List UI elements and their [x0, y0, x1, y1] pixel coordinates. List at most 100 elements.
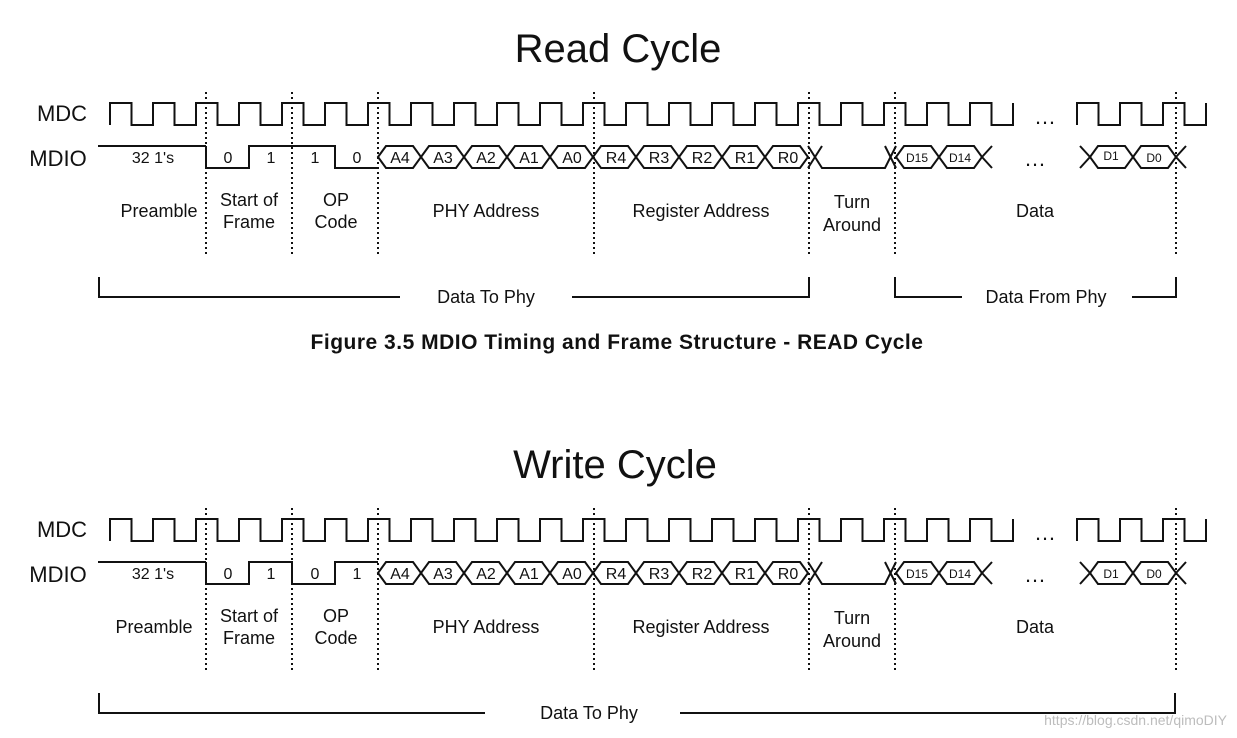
write-field-preamble: Preamble — [115, 617, 192, 637]
mdc-clock-segment — [1076, 518, 1207, 542]
read-field-register-address: Register Address — [632, 201, 769, 221]
write-mdc-label: MDC — [37, 517, 87, 542]
read-field-phy-address: PHY Address — [433, 201, 540, 221]
mdio-turnaround-cross — [807, 561, 823, 585]
mdio-data-open-start — [1079, 561, 1092, 585]
mdio-data-open-end — [981, 145, 993, 169]
read-mdc-waveform — [109, 102, 1207, 126]
write-mdc-waveform — [109, 518, 1207, 542]
read-field-st-line2: Frame — [223, 212, 275, 232]
write-field-op-line1: OP — [323, 606, 349, 626]
write-mdio-label: MDIO — [29, 562, 86, 587]
write-field-st-line1: Start of — [220, 606, 279, 626]
mdio-turnaround-cross — [807, 145, 823, 169]
read-reg-bit-r4: R4 — [606, 150, 627, 167]
read-mdc-label: MDC — [37, 101, 87, 126]
read-op-bit-1: 0 — [353, 150, 362, 167]
read-phy-bit-a4: A4 — [390, 150, 410, 167]
mdio-data-start-cross — [884, 561, 897, 585]
read-phy-bit-a3: A3 — [433, 150, 453, 167]
write-st-bit-0: 0 — [224, 566, 233, 583]
mdc-clock-segment — [109, 102, 1014, 126]
read-phy-bit-a1: A1 — [519, 150, 539, 167]
read-figure-caption: Figure 3.5 MDIO Timing and Frame Structu… — [311, 331, 924, 354]
read-st-bit-1: 1 — [267, 150, 276, 167]
write-reg-bit-r4: R4 — [606, 566, 627, 583]
read-preamble-bits: 32 1's — [132, 150, 174, 167]
write-data-bit-d14: D14 — [949, 567, 971, 581]
mdio-data-end-cross — [1175, 145, 1187, 169]
write-field-ta-line1: Turn — [834, 608, 870, 628]
mdio-turnaround-line — [807, 561, 897, 585]
read-field-ta-line1: Turn — [834, 192, 870, 212]
read-field-ta-line2: Around — [823, 215, 881, 235]
write-mdc-ellipsis: … — [1034, 520, 1056, 545]
write-st-bit-1: 1 — [267, 566, 276, 583]
write-mdio-waveform — [98, 561, 1187, 585]
write-mdio-ellipsis: … — [1024, 562, 1046, 587]
read-phy-bit-a0: A0 — [562, 150, 582, 167]
read-reg-bit-r0: R0 — [778, 150, 799, 167]
write-phy-bit-a3: A3 — [433, 566, 453, 583]
write-cycle-panel: Write Cycle MDC MDIO … … 32 1's 0 1 0 1 … — [29, 443, 1207, 723]
write-data-bit-d0: D0 — [1146, 567, 1162, 581]
write-reg-bit-r2: R2 — [692, 566, 713, 583]
write-reg-bit-r1: R1 — [735, 566, 756, 583]
read-st-bit-0: 0 — [224, 150, 233, 167]
read-field-preamble: Preamble — [120, 201, 197, 221]
read-cycle-panel: Read Cycle MDC MDIO … … 32 1's 0 1 1 0 A… — [29, 27, 1207, 354]
read-cycle-title: Read Cycle — [515, 27, 722, 71]
read-field-separators — [205, 92, 1177, 256]
read-field-st-line1: Start of — [220, 190, 279, 210]
read-phy-bit-a2: A2 — [476, 150, 496, 167]
read-data-from-phy-bracket — [894, 277, 1177, 298]
write-phy-bit-a2: A2 — [476, 566, 496, 583]
write-phy-bit-a1: A1 — [519, 566, 539, 583]
read-reg-bit-r2: R2 — [692, 150, 713, 167]
read-op-bit-0: 1 — [311, 150, 320, 167]
mdio-data-open-start — [1079, 145, 1092, 169]
write-data-bit-d1: D1 — [1103, 567, 1119, 581]
read-reg-bit-r1: R1 — [735, 150, 756, 167]
read-mdio-ellipsis: … — [1024, 146, 1046, 171]
read-field-op-line1: OP — [323, 190, 349, 210]
write-field-separators — [205, 508, 1177, 672]
write-reg-bit-r3: R3 — [649, 566, 670, 583]
mdio-data-end-cross — [1175, 561, 1187, 585]
write-op-bit-0: 0 — [311, 566, 320, 583]
read-field-data: Data — [1016, 201, 1055, 221]
mdio-turnaround-line — [807, 145, 897, 169]
write-field-data: Data — [1016, 617, 1055, 637]
write-cycle-title: Write Cycle — [513, 443, 717, 487]
write-field-phy-address: PHY Address — [433, 617, 540, 637]
write-op-bit-1: 1 — [353, 566, 362, 583]
write-phy-bit-a0: A0 — [562, 566, 582, 583]
write-preamble-bits: 32 1's — [132, 566, 174, 583]
read-data-bit-d15: D15 — [906, 151, 928, 165]
watermark: https://blog.csdn.net/qimoDIY — [1044, 712, 1228, 728]
read-data-from-phy-label: Data From Phy — [985, 287, 1106, 307]
write-field-op-line2: Code — [314, 628, 357, 648]
read-data-bit-d0: D0 — [1146, 151, 1162, 165]
read-mdio-label: MDIO — [29, 146, 86, 171]
write-field-st-line2: Frame — [223, 628, 275, 648]
mdio-data-open-end — [981, 561, 993, 585]
mdc-clock-segment — [109, 518, 1014, 542]
mdio-data-start-cross — [884, 145, 897, 169]
read-data-bit-d1: D1 — [1103, 149, 1119, 163]
write-field-ta-line2: Around — [823, 631, 881, 651]
write-data-to-phy-label: Data To Phy — [540, 703, 638, 723]
write-phy-bit-a4: A4 — [390, 566, 410, 583]
read-mdio-waveform — [98, 145, 1187, 169]
read-field-op-line2: Code — [314, 212, 357, 232]
read-mdc-ellipsis: … — [1034, 104, 1056, 129]
write-field-register-address: Register Address — [632, 617, 769, 637]
mdio-st-op-levels — [205, 561, 378, 585]
read-data-bit-d14: D14 — [949, 151, 971, 165]
write-data-to-phy-bracket — [98, 693, 1176, 714]
read-data-to-phy-label: Data To Phy — [437, 287, 535, 307]
read-reg-bit-r3: R3 — [649, 150, 670, 167]
mdc-clock-segment — [1076, 102, 1207, 126]
mdio-st-op-levels — [205, 145, 378, 169]
